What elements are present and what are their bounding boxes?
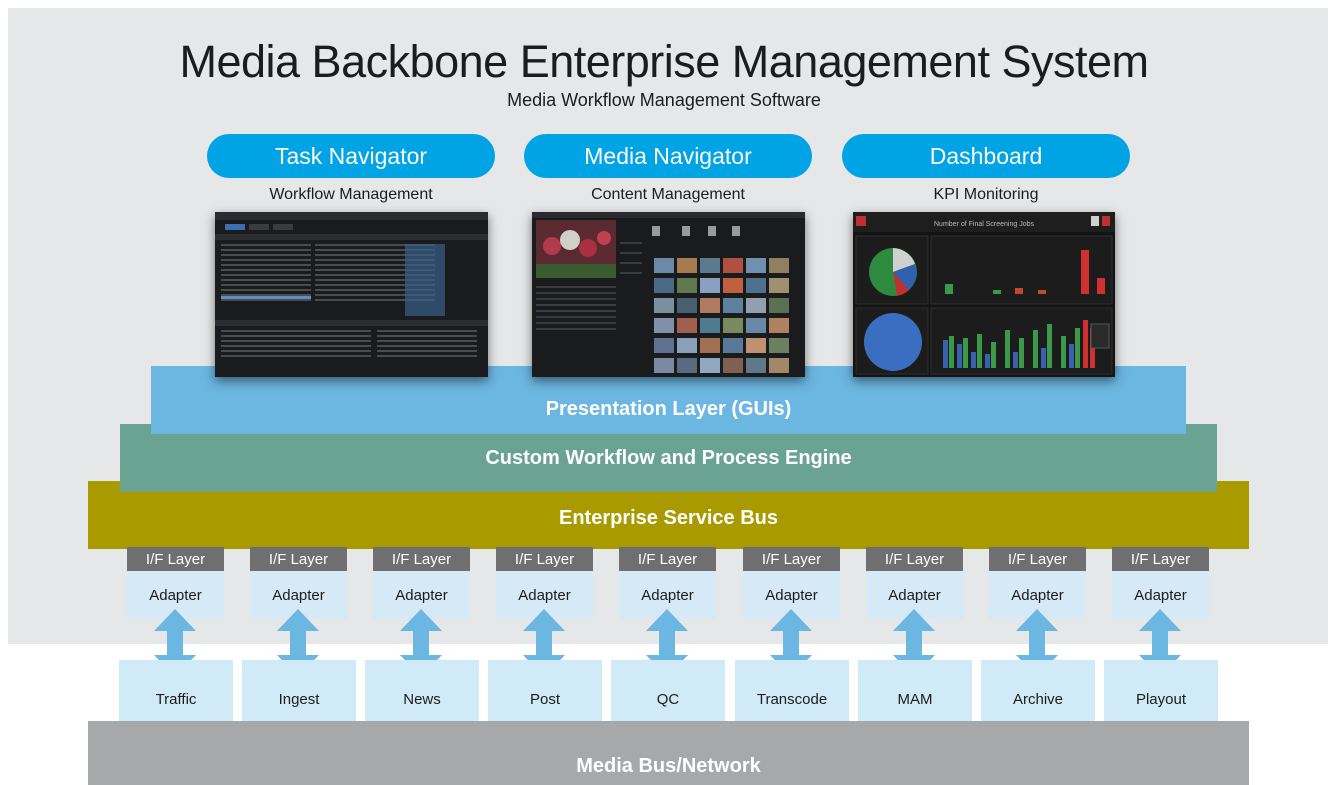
enterprise-service-bus-layer: Enterprise Service Bus xyxy=(88,481,1249,549)
presentation-layer: Presentation Layer (GUIs) xyxy=(151,366,1186,434)
if-layer-label-playout: I/F Layer xyxy=(1112,547,1209,571)
dashboard-screenshot: Number of Final Screening Jobs xyxy=(853,212,1115,377)
if-layer-label-post: I/F Layer xyxy=(496,547,593,571)
if-layer-label-ingest: I/F Layer xyxy=(250,547,347,571)
task-navigator-caption: Workflow Management xyxy=(269,186,433,203)
adapter-transcode: Adapter xyxy=(743,571,840,619)
page-title: Media Backbone Enterprise Management Sys… xyxy=(179,36,1149,87)
workflow-engine-layer: Custom Workflow and Process Engine xyxy=(120,424,1217,492)
dashboard-button[interactable]: Dashboard xyxy=(842,134,1130,178)
if-layer-label-qc: I/F Layer xyxy=(619,547,716,571)
workflow-engine-label: Custom Workflow and Process Engine xyxy=(485,446,852,469)
page-subtitle: Media Workflow Management Software xyxy=(507,90,821,110)
adapter-ingest: Adapter xyxy=(250,571,347,619)
if-layer-label-transcode: I/F Layer xyxy=(743,547,840,571)
if-layer-label-archive: I/F Layer xyxy=(989,547,1086,571)
media-bus-label: Media Bus/Network xyxy=(576,755,761,777)
media-bus-network-layer: Media Bus/Network xyxy=(88,721,1249,785)
dashboard-caption: KPI Monitoring xyxy=(933,186,1039,203)
esb-label: Enterprise Service Bus xyxy=(559,507,778,529)
dashboard-screen-title: Number of Final Screening Jobs xyxy=(934,221,1034,228)
if-layer-label-traffic: I/F Layer xyxy=(127,547,224,571)
if-layer-label-news: I/F Layer xyxy=(373,547,470,571)
task-navigator-screenshot xyxy=(215,212,488,377)
media-navigator-screenshot xyxy=(532,212,805,377)
media-navigator-button[interactable]: Media Navigator xyxy=(524,134,812,178)
adapter-post: Adapter xyxy=(496,571,593,619)
task-navigator-button[interactable]: Task Navigator xyxy=(207,134,495,178)
if-layer-label-mam: I/F Layer xyxy=(866,547,963,571)
media-navigator-caption: Content Management xyxy=(591,186,745,203)
presentation-layer-label: Presentation Layer (GUIs) xyxy=(545,398,792,420)
